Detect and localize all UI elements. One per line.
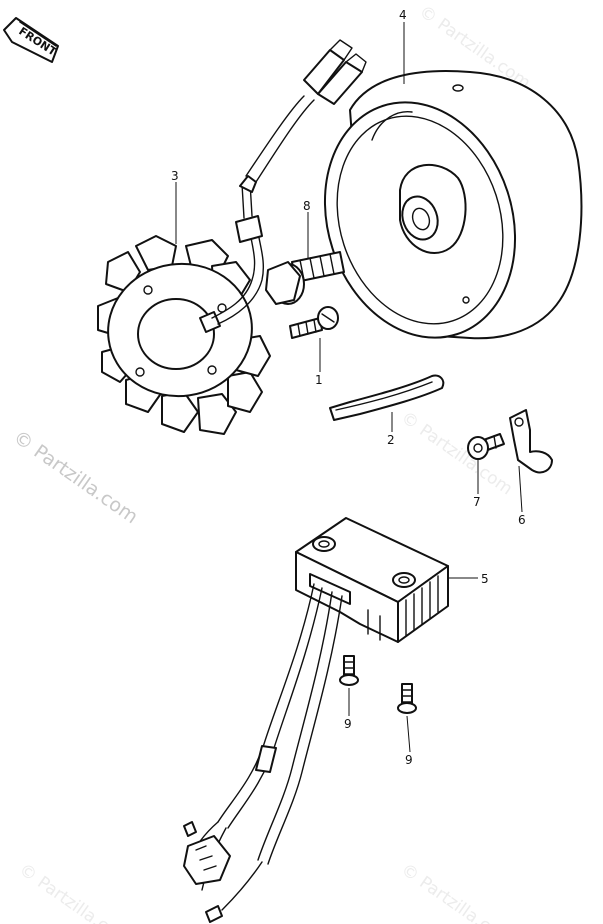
stator-screw bbox=[289, 306, 339, 339]
flywheel-rotor bbox=[323, 69, 583, 340]
small-bolt bbox=[467, 433, 505, 460]
watermark-faint-mid: © Partzilla.com bbox=[397, 408, 516, 500]
callout-part-9-right[interactable]: 9 bbox=[405, 753, 413, 767]
callout-labels: 4 3 8 1 2 7 6 5 9 9 bbox=[171, 8, 526, 767]
callout-part-2[interactable]: 2 bbox=[387, 433, 395, 447]
front-arrow: FRONT bbox=[3, 17, 59, 63]
callout-part-1[interactable]: 1 bbox=[315, 373, 323, 387]
callout-part-6[interactable]: 6 bbox=[518, 513, 526, 527]
callout-part-5[interactable]: 5 bbox=[481, 572, 489, 586]
regulator-rectifier bbox=[295, 517, 449, 643]
watermark-faint-text: © Partzilla.com bbox=[15, 860, 134, 924]
callout-part-4[interactable]: 4 bbox=[399, 8, 407, 22]
wire-plate bbox=[329, 374, 445, 421]
bracket-clamp bbox=[509, 409, 553, 474]
regulator-wires bbox=[183, 583, 343, 923]
callout-part-8[interactable]: 8 bbox=[303, 199, 311, 213]
callout-part-9-left[interactable]: 9 bbox=[344, 717, 352, 731]
watermark-main: © Partzilla.com bbox=[9, 426, 142, 528]
stator-lead-wire bbox=[211, 39, 367, 325]
regulator-screw-left bbox=[339, 655, 359, 686]
watermark-faint-bottom-left: © Partzilla.com bbox=[15, 860, 134, 924]
regulator-screw-right bbox=[397, 683, 417, 714]
watermark-text: © Partzilla.com bbox=[9, 426, 142, 528]
leader-lines bbox=[175, 22, 523, 753]
watermark-faint-bottom-right: © Partzilla.com bbox=[397, 860, 516, 924]
callout-part-3[interactable]: 3 bbox=[171, 169, 179, 183]
rotor-bolt bbox=[265, 251, 345, 305]
watermark-faint-text: © Partzilla.com bbox=[397, 860, 516, 924]
watermark-faint-text: © Partzilla.com bbox=[397, 408, 516, 500]
callout-part-7[interactable]: 7 bbox=[473, 495, 481, 509]
stator-coil bbox=[97, 235, 271, 435]
